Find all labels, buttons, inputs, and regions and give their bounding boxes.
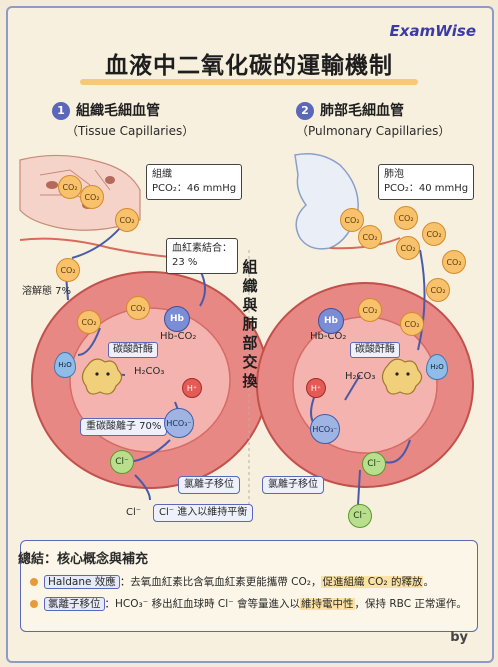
- h2o-drop: H₂O: [426, 354, 448, 380]
- bullet-icon: [30, 578, 38, 586]
- co2-molecule: CO₂: [77, 310, 101, 334]
- cl-enter-label: Cl⁻ 進入以維持平衡: [153, 504, 254, 522]
- chloride-shift-left: 氯離子移位: [178, 476, 240, 494]
- page-title: 血液中二氧化碳的運輸機制: [105, 53, 393, 79]
- hplus-ion: H⁺: [182, 378, 202, 398]
- h2co3-left: H₂CO₃: [134, 366, 165, 377]
- byline: by: [450, 630, 468, 645]
- co2-molecule: CO₂: [358, 225, 382, 249]
- h2o-drop: H₂O: [54, 352, 76, 378]
- summary-line-haldane: Haldane 效應：去氧血紅素比含氧血紅素更能攜帶 CO₂，促進組織 CO₂ …: [30, 574, 434, 590]
- brand-logo: ExamWise: [389, 22, 476, 40]
- section-tissue-subtitle: （Tissue Capillaries）: [66, 124, 195, 138]
- co2-molecule: CO₂: [422, 222, 446, 246]
- co2-molecule: CO₂: [358, 298, 382, 322]
- co2-molecule: CO₂: [80, 185, 104, 209]
- co2-molecule: CO₂: [115, 208, 139, 232]
- chloride-shift-right: 氯離子移位: [262, 476, 324, 494]
- co2-molecule: CO₂: [56, 258, 80, 282]
- co2-molecule: CO₂: [58, 175, 82, 199]
- cl-ion: Cl⁻: [348, 504, 372, 528]
- co2-molecule: CO₂: [394, 206, 418, 230]
- co2-molecule: CO₂: [442, 250, 466, 274]
- summary-line-chloride: 氯離子移位：HCO₃⁻ 移出紅血球時 Cl⁻ 會等量進入以維持電中性，保持 RB…: [30, 596, 467, 612]
- enzyme-right: [381, 358, 423, 395]
- hco3-ion: HCO₃⁻: [310, 414, 340, 444]
- enzyme-left: [81, 358, 123, 395]
- cl-out-left: Cl⁻: [126, 507, 142, 518]
- summary-title: 總結：核心概念與補充: [18, 552, 149, 567]
- co2-molecule: CO₂: [126, 296, 150, 320]
- co2-molecule: CO₂: [400, 312, 424, 336]
- cl-ion: Cl⁻: [110, 450, 134, 474]
- enzyme-label-left: 碳酸酐酶: [108, 342, 158, 358]
- center-label: 組織與肺部交換: [242, 258, 258, 390]
- bullet-icon: [30, 600, 38, 608]
- hb-binding-box: 血紅素結合：23 %: [166, 238, 238, 274]
- enzyme-label-right: 碳酸酐酶: [350, 342, 400, 358]
- hplus-ion: H⁺: [306, 378, 326, 398]
- bicarbonate-label: 重碳酸離子 70%: [80, 418, 168, 436]
- co2-molecule: CO₂: [396, 236, 420, 260]
- hco3-ion: HCO₃⁻: [164, 408, 194, 438]
- hbco2-right: Hb-CO₂: [310, 331, 347, 342]
- title-underline: [80, 79, 418, 85]
- dissolved-label: 溶解態 7%: [22, 286, 72, 297]
- section-pulmonary-subtitle: （Pulmonary Capillaries）: [296, 124, 451, 138]
- h2co3-right: H₂CO₃: [345, 371, 376, 382]
- hbco2-left: Hb-CO₂: [160, 331, 197, 342]
- hb-molecule: Hb: [318, 308, 344, 334]
- cl-ion: Cl⁻: [362, 452, 386, 476]
- co2-molecule: CO₂: [340, 208, 364, 232]
- co2-molecule: CO₂: [426, 278, 450, 302]
- hb-molecule: Hb: [164, 306, 190, 332]
